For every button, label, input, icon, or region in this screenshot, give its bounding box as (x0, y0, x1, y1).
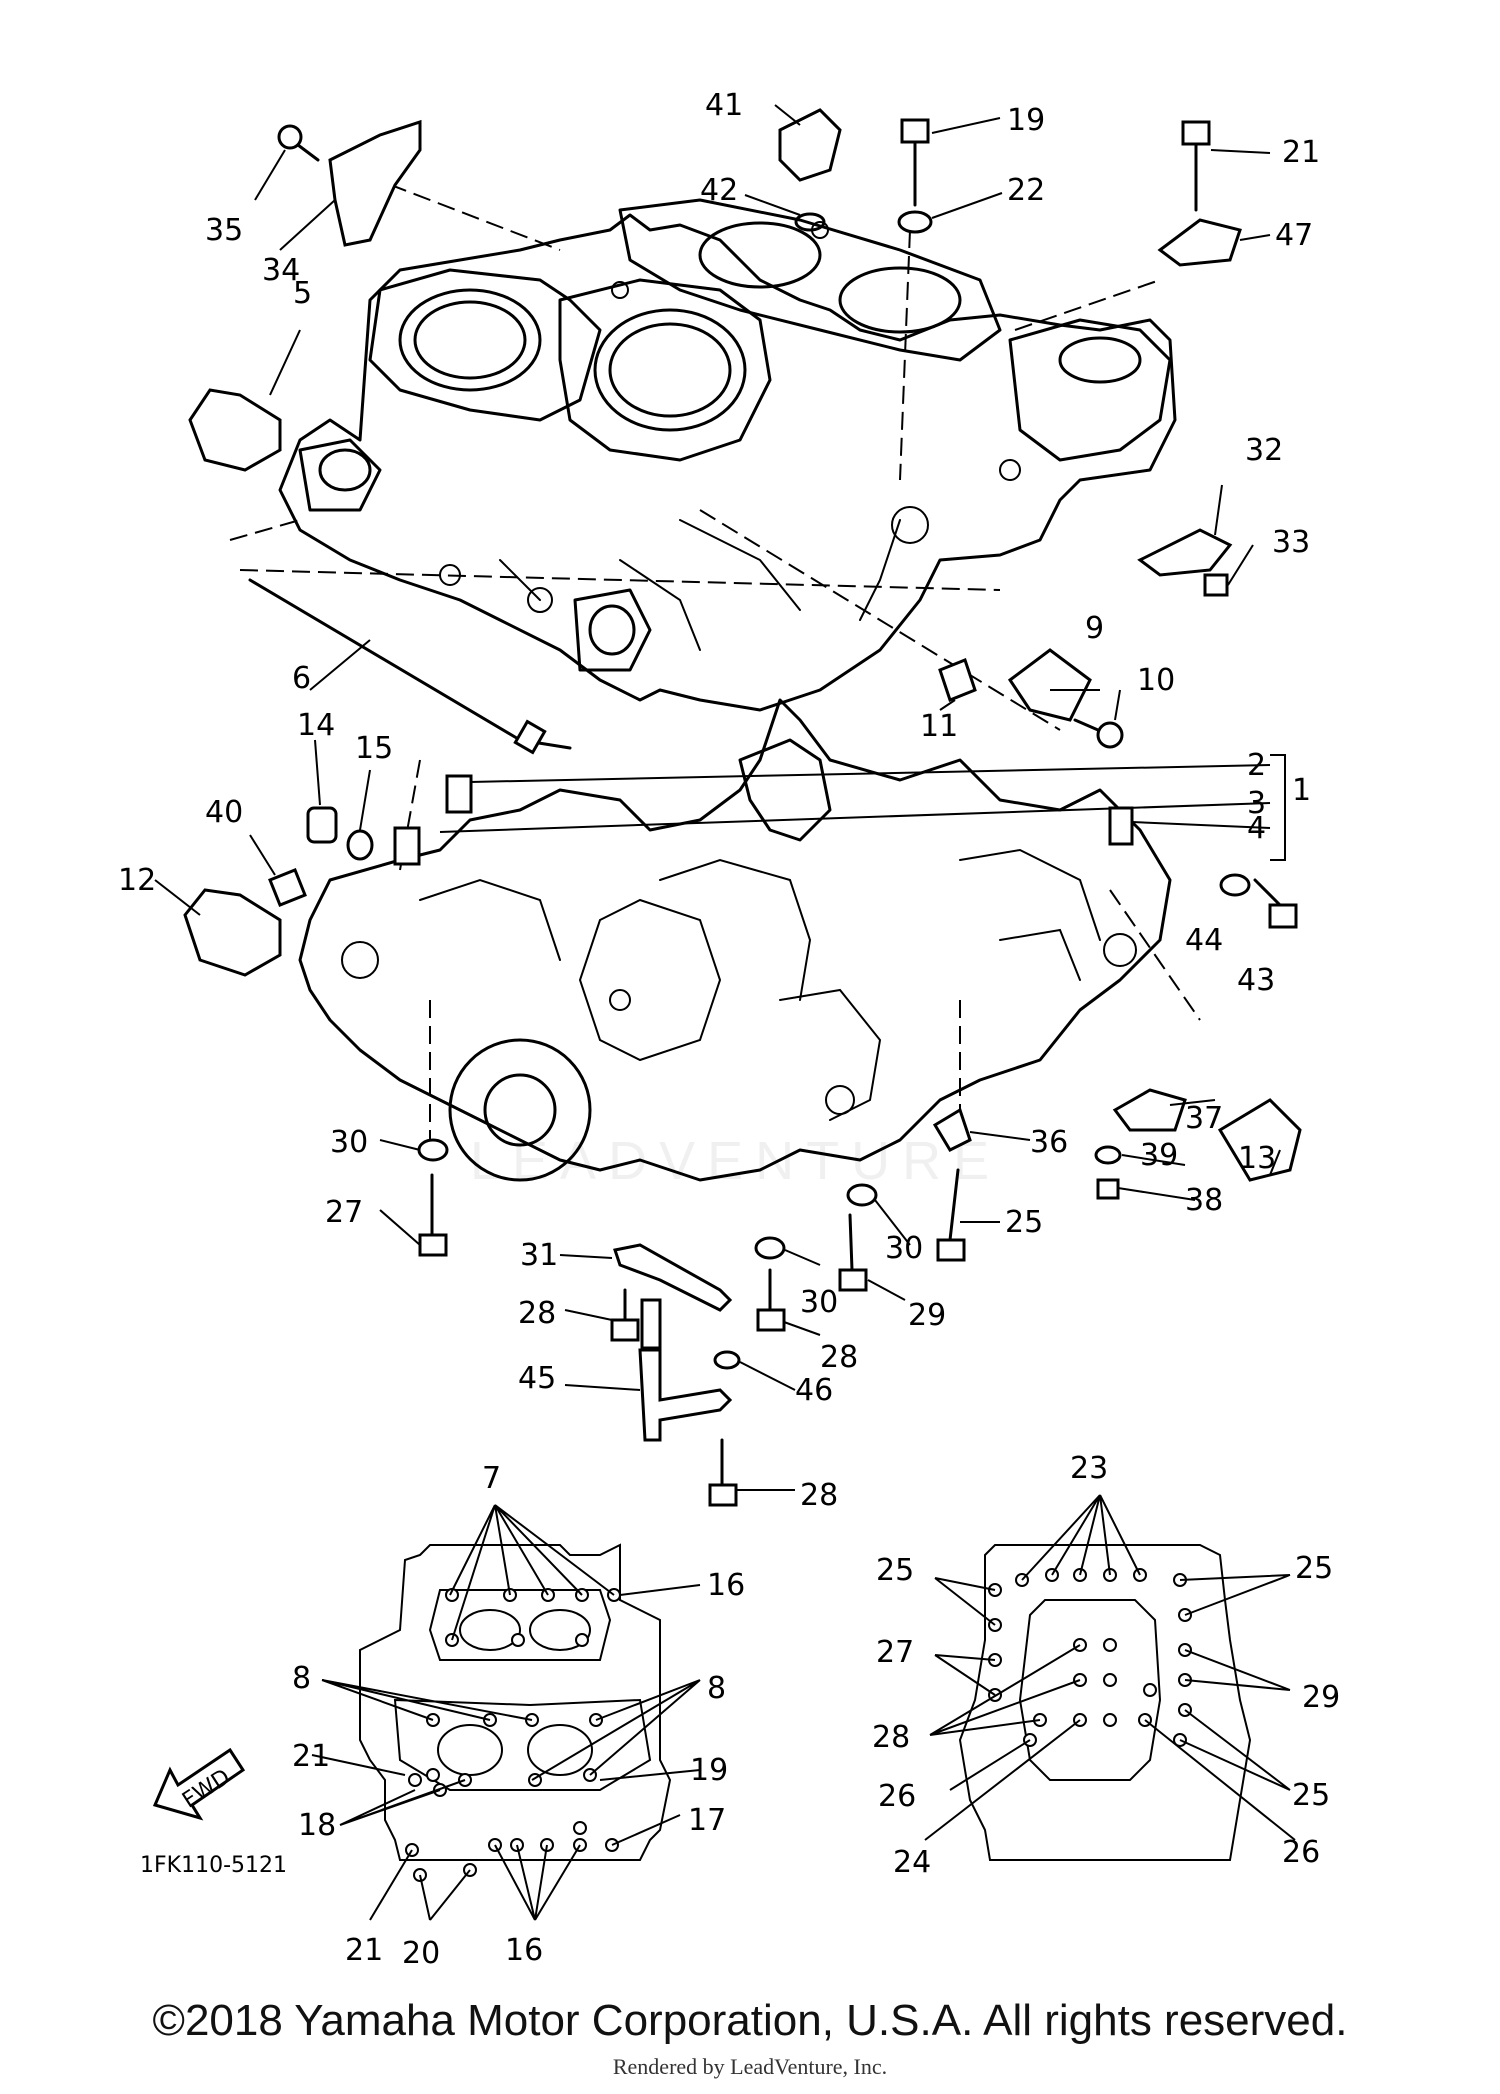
part-number-labels: 1 2 3 4 5 6 7 8 8 9 10 11 12 13 14 15 16… (118, 88, 1340, 1971)
part-label: 35 (205, 213, 243, 248)
part-label: 3 (1247, 786, 1266, 821)
part-label: 46 (795, 1373, 833, 1408)
part-label: 21 (1282, 135, 1320, 170)
part-label: 34 (262, 253, 300, 288)
part-label: 16 (505, 1933, 543, 1968)
part-label: 11 (920, 709, 958, 744)
part-label: 5 (293, 276, 312, 311)
leader-lines (154, 104, 1286, 1491)
part-label: 30 (330, 1125, 368, 1160)
part-label: 21 (345, 1933, 383, 1968)
watermark-text: LEADVENTURE (470, 1131, 1002, 1191)
part-label: 25 (1295, 1551, 1333, 1586)
part-label: 47 (1275, 218, 1313, 253)
part-label: 6 (292, 661, 311, 696)
part-label: 1 (1292, 773, 1311, 808)
part-label: 39 (1140, 1138, 1178, 1173)
part-label: 28 (872, 1720, 910, 1755)
exploded-view-drawing: FWD 1 (118, 88, 1340, 1971)
part-label: 2 (1247, 748, 1266, 783)
part-label: 33 (1272, 525, 1310, 560)
part-label: 25 (1005, 1205, 1043, 1240)
part-label: 27 (876, 1635, 914, 1670)
part-label: 15 (355, 731, 393, 766)
part-label: 7 (482, 1461, 501, 1496)
part-label: 26 (878, 1779, 916, 1814)
part-label: 30 (885, 1231, 923, 1266)
part-label: 44 (1185, 923, 1223, 958)
part-label: 8 (707, 1671, 726, 1706)
part-label: 12 (118, 863, 156, 898)
part-label: 42 (700, 173, 738, 208)
part-label: 28 (518, 1296, 556, 1331)
part-label: 24 (893, 1845, 931, 1880)
part-label: 28 (800, 1478, 838, 1513)
part-label: 31 (520, 1238, 558, 1273)
part-label: 9 (1085, 611, 1104, 646)
part-label: 26 (1282, 1835, 1320, 1870)
copyright-notice: ©2018 Yamaha Motor Corporation, U.S.A. A… (152, 1996, 1348, 2045)
part-label: 37 (1185, 1101, 1223, 1136)
upper-crankcase (278, 198, 1177, 712)
part-label: 32 (1245, 433, 1283, 468)
part-label: 29 (908, 1298, 946, 1333)
part-label: 38 (1185, 1183, 1223, 1218)
fwd-arrow: FWD (152, 1747, 246, 1821)
part-label: 21 (292, 1739, 330, 1774)
part-label: 23 (1070, 1451, 1108, 1486)
part-label: 29 (1302, 1680, 1340, 1715)
bolt-hole-markers (988, 1568, 1192, 1747)
part-label: 28 (820, 1340, 858, 1375)
part-label: 20 (402, 1936, 440, 1971)
bottom-view-right (924, 1494, 1296, 1861)
part-label: 30 (800, 1285, 838, 1320)
part-label: 40 (205, 795, 243, 830)
loose-parts (183, 108, 1302, 1507)
part-label: 18 (298, 1808, 336, 1843)
part-label: 25 (876, 1553, 914, 1588)
part-label: 25 (1292, 1778, 1330, 1813)
part-label: 36 (1030, 1125, 1068, 1160)
part-label: 19 (1007, 103, 1045, 138)
bolt-hole-markers (405, 1588, 621, 1882)
part-label: 45 (518, 1361, 556, 1396)
part-label: 22 (1007, 173, 1045, 208)
part-label: 27 (325, 1195, 363, 1230)
part-label: 14 (297, 708, 335, 743)
reference-code: 1FK110-5121 (140, 1853, 287, 1878)
lower-crankcase (298, 698, 1172, 1182)
part-label: 13 (1238, 1141, 1276, 1176)
part-label: 19 (690, 1753, 728, 1788)
rendered-by-credit: Rendered by LeadVenture, Inc. (612, 2054, 888, 2079)
part-label: 10 (1137, 663, 1175, 698)
part-label: 8 (292, 1661, 311, 1696)
part-label: 4 (1247, 811, 1266, 846)
part-label: 16 (707, 1568, 745, 1603)
part-label: 17 (688, 1803, 726, 1838)
part-label: 41 (705, 88, 743, 123)
part-label: 43 (1237, 963, 1275, 998)
